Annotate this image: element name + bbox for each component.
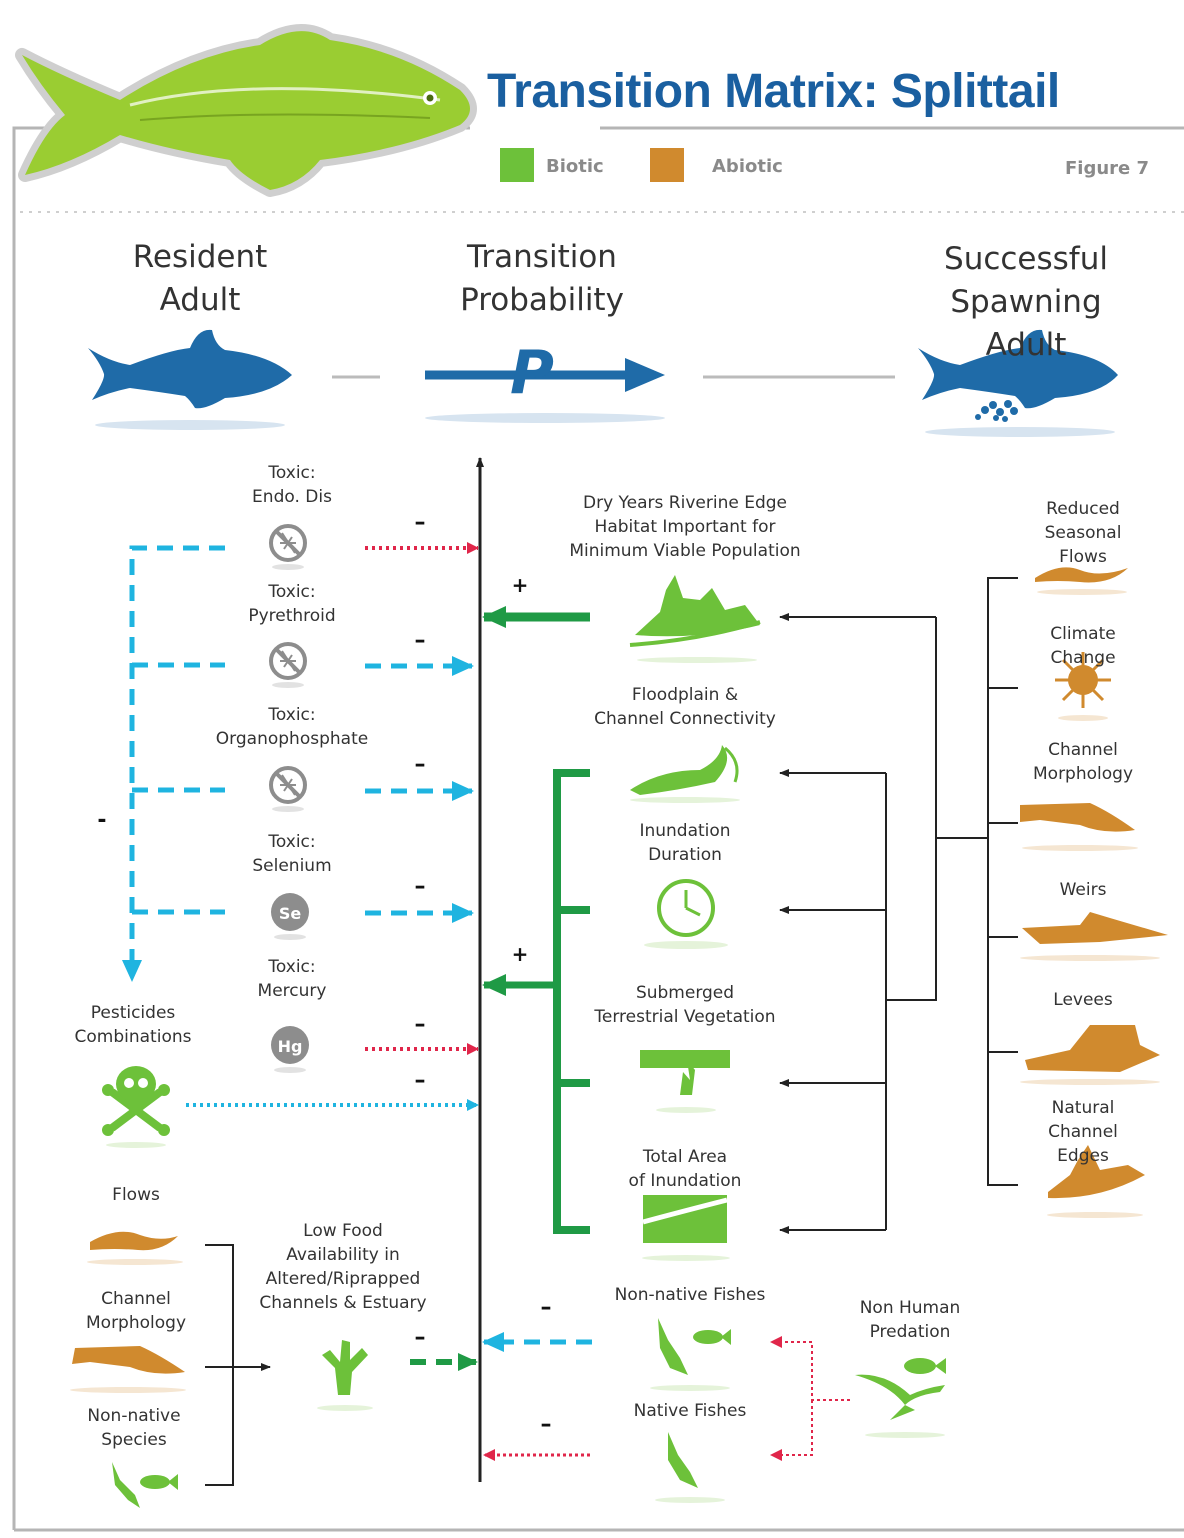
- stage-successful-spawning-adult: Successful Spawning Adult: [944, 241, 1108, 363]
- sign-pyrethroid: –: [414, 628, 426, 653]
- label-natural-channel-edges: Natural Channel Edges: [1048, 1098, 1118, 1166]
- submerged-vegetation-icon: [640, 1050, 730, 1113]
- label-floodplain: Floodplain & Channel Connectivity: [594, 685, 776, 729]
- riverine-habitat-icon: [629, 575, 761, 663]
- sign-endo-dis: –: [414, 510, 426, 535]
- sign-organophosphate: –: [414, 752, 426, 777]
- sign-riverine-habitat: +: [511, 573, 529, 597]
- no-bug-icon: [269, 766, 307, 812]
- nonnative-fishes-icon: [650, 1318, 731, 1391]
- sign-nonnative-fishes: –: [540, 1295, 552, 1320]
- label-submerged-vegetation: Submerged Terrestrial Vegetation: [594, 983, 776, 1027]
- sun-icon: [1055, 652, 1111, 721]
- flow-icon: [1035, 567, 1128, 595]
- legend-abiotic-label: Abiotic: [712, 156, 783, 177]
- channel-icon: [70, 1346, 186, 1393]
- nonnative-species-icon: [112, 1462, 178, 1508]
- label-toxic-organophosphate: Toxic: Organophosphate: [215, 705, 369, 749]
- label-low-food-availability: Low Food Availability in Altered/Riprapp…: [259, 1221, 427, 1313]
- transition-probability-symbol: P: [510, 338, 554, 408]
- label-nonnative-species: Non-native Species: [87, 1406, 181, 1450]
- predation-arrowhead-2: [770, 1449, 782, 1461]
- label-native-fishes: Native Fishes: [633, 1401, 747, 1421]
- clock-icon: [644, 879, 728, 949]
- label-total-area-inundation: Total Area of Inundation: [628, 1147, 742, 1191]
- label-channel-morphology-left: Channel Morphology: [86, 1289, 186, 1333]
- sign-selenium: –: [414, 874, 426, 899]
- label-nonnative-fishes: Non-native Fishes: [614, 1285, 766, 1305]
- channel-icon: [1020, 803, 1138, 851]
- floodplain-icon: [630, 745, 740, 803]
- label-weirs: Weirs: [1059, 880, 1107, 900]
- coral-plant-icon: [317, 1340, 373, 1411]
- biotic-group-bracket: [553, 769, 590, 1234]
- stage-transition-probability: Transition Probability: [460, 239, 624, 318]
- native-fishes-icon: [655, 1432, 725, 1503]
- no-bug-icon: [269, 642, 307, 688]
- selenium-icon-label: Se: [279, 904, 302, 923]
- toxic-bracket: [129, 545, 225, 960]
- label-flows: Flows: [112, 1185, 160, 1205]
- label-toxic-mercury: Toxic: Mercury: [257, 957, 327, 1001]
- predation-connectors: [780, 1341, 850, 1456]
- channel-edge-icon: [1047, 1145, 1145, 1218]
- label-pesticides-combinations: Pesticides Combinations: [74, 1003, 192, 1047]
- sign-toxic-group: -: [97, 808, 107, 833]
- weir-icon: [1020, 912, 1168, 961]
- stage-resident-adult: Resident Adult: [132, 239, 268, 318]
- levee-icon: [1020, 1025, 1160, 1085]
- mercury-icon: Hg: [271, 1026, 309, 1073]
- sign-biotic-group: +: [511, 942, 529, 966]
- sign-mercury: –: [414, 1012, 426, 1037]
- toxic-bracket-arrowhead: [122, 960, 142, 982]
- figure-number: Figure 7: [1065, 158, 1150, 179]
- legend-biotic-label: Biotic: [546, 156, 604, 177]
- predation-arrowhead-1: [770, 1336, 782, 1348]
- label-levees: Levees: [1053, 990, 1113, 1010]
- label-toxic-pyrethroid: Toxic: Pyrethroid: [248, 582, 336, 626]
- predation-icon: [855, 1358, 946, 1438]
- transition-arrow-icon: [425, 358, 665, 423]
- no-bug-icon: [269, 524, 307, 570]
- skull-crossbones-icon: [102, 1066, 170, 1148]
- legend-biotic-swatch: [500, 148, 534, 182]
- sign-pesticides: –: [414, 1068, 426, 1093]
- page-title: Transition Matrix: Splittail: [487, 65, 1060, 118]
- label-channel-morphology-right: Channel Morphology: [1033, 740, 1133, 784]
- sign-low-food: –: [414, 1325, 426, 1350]
- splittail-fish-illustration: [15, 24, 477, 197]
- spawning-adult-fish-icon: [918, 329, 1118, 437]
- label-riverine-habitat: Dry Years Riverine Edge Habitat Importan…: [569, 493, 801, 561]
- selenium-icon: Se: [271, 893, 309, 940]
- label-inundation-duration: Inundation Duration: [639, 821, 731, 865]
- label-toxic-endo-dis: Toxic: Endo. Dis: [252, 463, 332, 507]
- abiotic-connectors: [885, 577, 1018, 1230]
- label-toxic-selenium: Toxic: Selenium: [252, 832, 332, 876]
- inundation-area-icon: [642, 1195, 730, 1261]
- legend-abiotic-swatch: [650, 148, 684, 182]
- low-food-bracket: [205, 1244, 234, 1486]
- flow-icon: [87, 1231, 183, 1265]
- sign-native-fishes: –: [540, 1412, 552, 1437]
- mercury-icon-label: Hg: [278, 1037, 303, 1056]
- resident-adult-fish-icon: [88, 329, 292, 430]
- label-reduced-seasonal-flows: Reduced Seasonal Flows: [1044, 499, 1122, 567]
- label-climate-change: Climate Change: [1050, 624, 1116, 668]
- label-non-human-predation: Non Human Predation: [859, 1298, 961, 1342]
